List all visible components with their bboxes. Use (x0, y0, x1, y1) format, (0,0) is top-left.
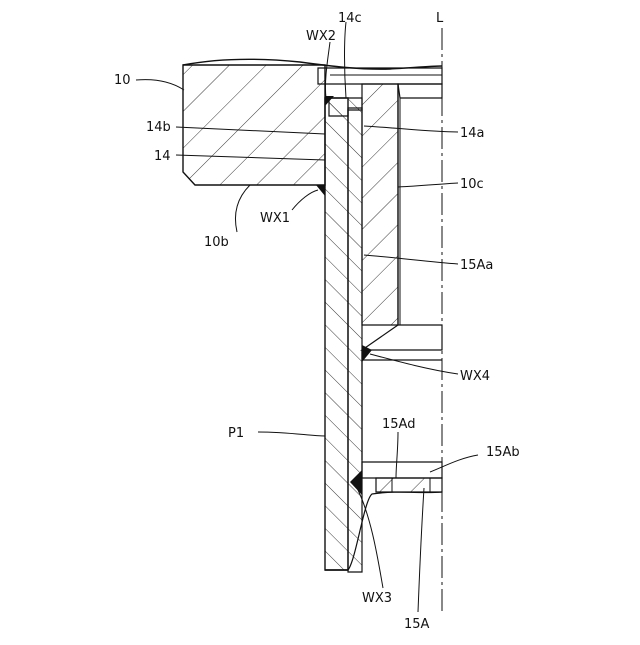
label-14c: 14c (338, 11, 362, 26)
label-10b: 10b (204, 235, 229, 250)
label-15Ad: 15Ad (382, 417, 415, 432)
label-15A: 15A (404, 617, 430, 632)
label-WX4: WX4 (460, 369, 490, 384)
sleeve-10c-top-step (398, 84, 442, 98)
part-14-wall (325, 98, 348, 570)
label-WX3: WX3 (362, 591, 392, 606)
label-14: 14 (154, 149, 171, 164)
label-WX1: WX1 (260, 211, 290, 226)
sleeve-10c-section (362, 84, 398, 325)
housing-10 (183, 65, 325, 185)
label-10c: 10c (460, 177, 484, 192)
label-14a: 14a (460, 126, 485, 141)
label-L: L (436, 11, 444, 26)
label-14b: 14b (146, 120, 171, 135)
label-10: 10 (114, 73, 131, 88)
flange-15A-hatched (376, 478, 442, 492)
step-10c-chamfer (362, 325, 442, 350)
label-P1: P1 (228, 426, 244, 441)
label-15Ab: 15Ab (486, 445, 520, 460)
flange-15A (362, 462, 442, 478)
label-WX2: WX2 (306, 29, 336, 44)
housing-upper-right (318, 68, 442, 84)
part-15Aa-wall (348, 108, 362, 572)
label-15Aa: 15Aa (460, 258, 493, 273)
